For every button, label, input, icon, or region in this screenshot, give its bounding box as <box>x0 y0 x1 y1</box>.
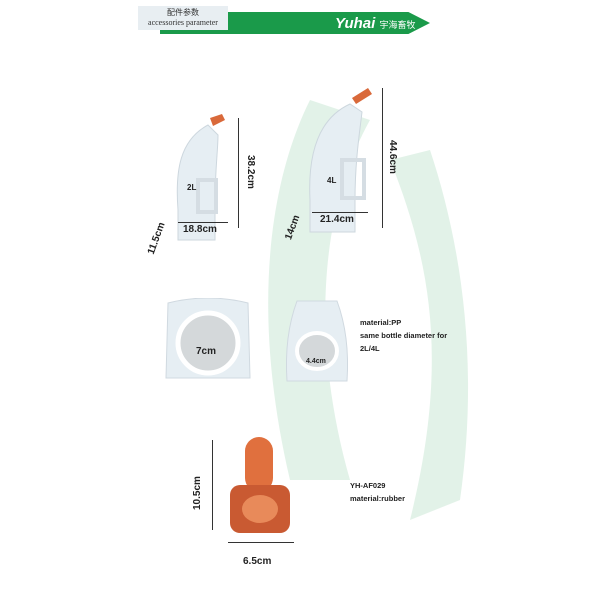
title-en: accessories parameter <box>148 18 218 27</box>
bottle-neck-image <box>285 300 349 382</box>
watermark-logo <box>210 60 470 540</box>
bottle-4l-width: 21.4cm <box>320 214 354 225</box>
bottle-4l-volume: 4L <box>327 176 337 185</box>
neck-diameter: 4.4cm <box>306 358 326 365</box>
teat-notes: YH-AF029 material:rubber <box>350 481 406 503</box>
bottle-2l-height: 38.2cm <box>245 155 256 189</box>
dim-line <box>238 118 239 228</box>
dim-line <box>228 542 294 543</box>
bottle-4l-height: 44.6cm <box>387 140 398 174</box>
brand-logo: Yuhai 宇海畜牧 <box>335 15 416 32</box>
bottle-2l-base: 11.5cm <box>145 220 168 257</box>
dim-line <box>178 222 228 223</box>
rubber-teat-image <box>230 437 290 533</box>
title-cn: 配件参数 <box>167 8 199 17</box>
bottle-2l-width: 18.8cm <box>183 224 217 235</box>
bottle-2l-volume: 2L <box>187 183 197 192</box>
teat-height: 10.5cm <box>192 476 203 510</box>
cap-notes: material:PP same bottle diameter for 2L/… <box>360 318 448 353</box>
bottle-4l-image <box>309 88 372 233</box>
dim-line <box>382 88 383 228</box>
bottle-cap-image <box>165 298 251 379</box>
dim-line <box>312 212 368 213</box>
cap-diameter: 7cm <box>196 346 217 357</box>
header-label-box: 配件参数 accessories parameter <box>138 6 228 30</box>
teat-width: 6.5cm <box>243 556 272 567</box>
bottle-2l-image <box>176 114 225 241</box>
dim-line <box>212 440 213 530</box>
